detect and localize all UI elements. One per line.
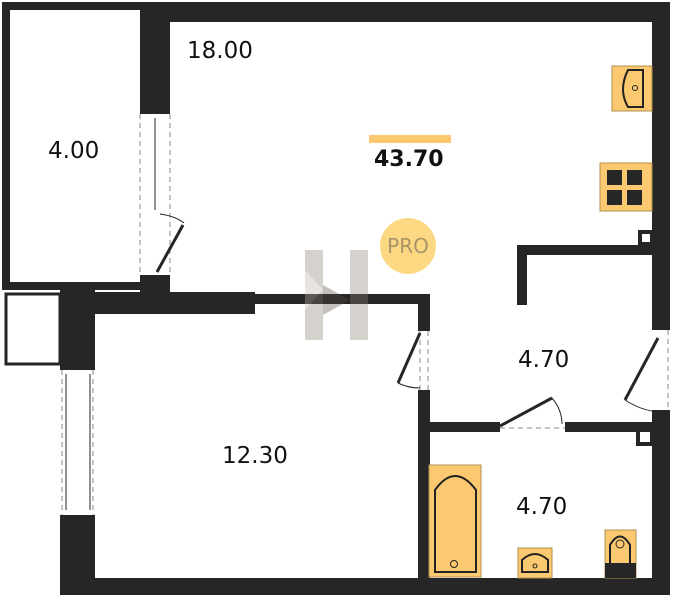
kitchen-sink-icon: [611, 65, 653, 112]
room-area-living: 18.00: [187, 38, 253, 64]
pro-badge: PRO: [380, 218, 436, 274]
room-area-bedroom: 12.30: [222, 443, 288, 469]
room-area-hallway: 4.70: [518, 347, 570, 373]
small-balcony: [4, 292, 62, 366]
watermark-logo: [305, 250, 368, 340]
doors: [65, 118, 660, 510]
total-area: 43.70: [374, 147, 444, 172]
washbasin-icon: [517, 547, 553, 579]
windows: [61, 114, 669, 515]
room-area-balcony: 4.00: [48, 138, 100, 164]
bathtub-icon: [428, 464, 482, 578]
room-area-bathroom: 4.70: [516, 494, 568, 520]
stove-icon: [599, 162, 653, 212]
total-area-bar: [369, 135, 451, 143]
toilet-icon: [604, 529, 637, 579]
